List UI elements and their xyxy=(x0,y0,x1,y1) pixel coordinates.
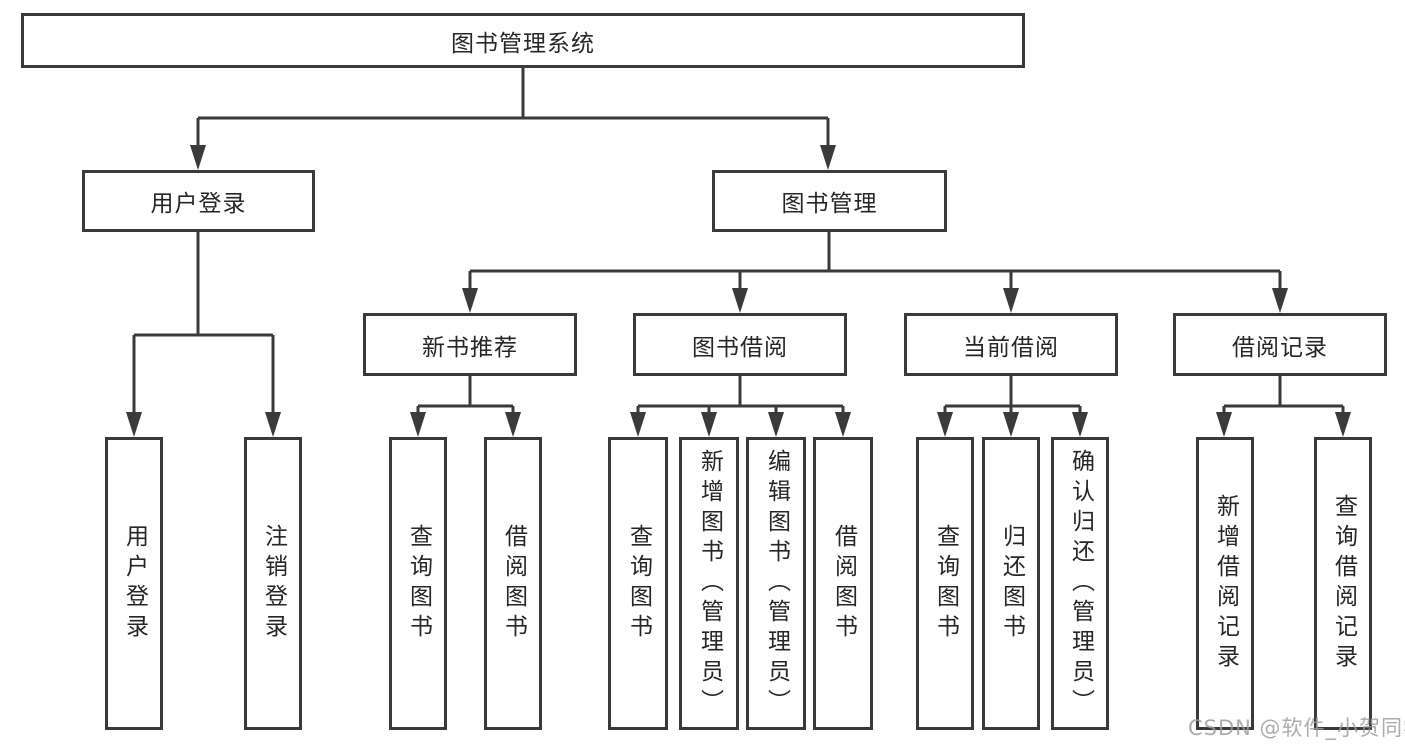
leaf-current-return-books: 归还图书 xyxy=(982,437,1040,730)
node-book-borrow: 图书借阅 xyxy=(633,313,847,376)
leaf-borrow-query-books: 查询图书 xyxy=(608,437,668,730)
leaf-newbook-query-books-label: 查询图书 xyxy=(405,523,432,644)
csdn-watermark: CSDN @软件_小贺同学 xyxy=(1188,716,1405,740)
node-root-label: 图书管理系统 xyxy=(451,30,595,57)
leaf-newbook-borrow-books-label: 借阅图书 xyxy=(500,523,527,644)
leaf-current-confirm-return-admin: 确认归还（管理员） xyxy=(1051,437,1109,730)
node-book-management: 图书管理 xyxy=(712,170,947,232)
node-user-login: 用户登录 xyxy=(82,170,315,232)
node-book-borrow-label: 图书借阅 xyxy=(692,334,788,361)
node-user-login-label: 用户登录 xyxy=(150,191,247,217)
arrowhead-icons xyxy=(126,145,1351,437)
node-book-management-label: 图书管理 xyxy=(781,191,878,217)
node-borrow-records-label: 借阅记录 xyxy=(1232,334,1328,361)
leaf-records-add-record: 新增借阅记录 xyxy=(1196,437,1254,730)
leaf-borrow-query-books-label: 查询图书 xyxy=(625,523,652,644)
leaf-records-add-record-label: 新增借阅记录 xyxy=(1212,493,1239,674)
leaf-records-query-record-label: 查询借阅记录 xyxy=(1330,493,1357,674)
leaf-user-login: 用户登录 xyxy=(105,437,163,730)
leaf-borrow-borrow-books: 借阅图书 xyxy=(813,437,873,730)
node-current-borrow-label: 当前借阅 xyxy=(963,334,1059,361)
node-borrow-records: 借阅记录 xyxy=(1173,313,1387,376)
leaf-logout-label: 注销登录 xyxy=(260,523,287,644)
leaf-current-query-books-label: 查询图书 xyxy=(932,523,959,644)
leaf-borrow-edit-books-admin: 编辑图书（管理员） xyxy=(746,437,806,730)
leaf-borrow-add-books-admin-label: 新增图书（管理员） xyxy=(696,448,723,719)
leaf-current-return-books-label: 归还图书 xyxy=(998,523,1025,644)
leaf-borrow-add-books-admin: 新增图书（管理员） xyxy=(679,437,739,730)
leaf-newbook-borrow-books: 借阅图书 xyxy=(484,437,542,730)
leaf-borrow-edit-books-admin-label: 编辑图书（管理员） xyxy=(763,448,790,719)
node-new-book-recommend-label: 新书推荐 xyxy=(422,334,518,361)
node-new-book-recommend: 新书推荐 xyxy=(363,313,577,376)
leaf-current-query-books: 查询图书 xyxy=(916,437,974,730)
leaf-newbook-query-books: 查询图书 xyxy=(389,437,447,730)
leaf-current-confirm-return-admin-label: 确认归还（管理员） xyxy=(1067,448,1094,719)
leaf-borrow-borrow-books-label: 借阅图书 xyxy=(830,523,857,644)
leaf-records-query-record: 查询借阅记录 xyxy=(1314,437,1372,730)
leaf-user-login-label: 用户登录 xyxy=(121,523,148,644)
node-root-system: 图书管理系统 xyxy=(21,13,1025,68)
node-current-borrow: 当前借阅 xyxy=(904,313,1118,376)
leaf-logout: 注销登录 xyxy=(244,437,302,730)
